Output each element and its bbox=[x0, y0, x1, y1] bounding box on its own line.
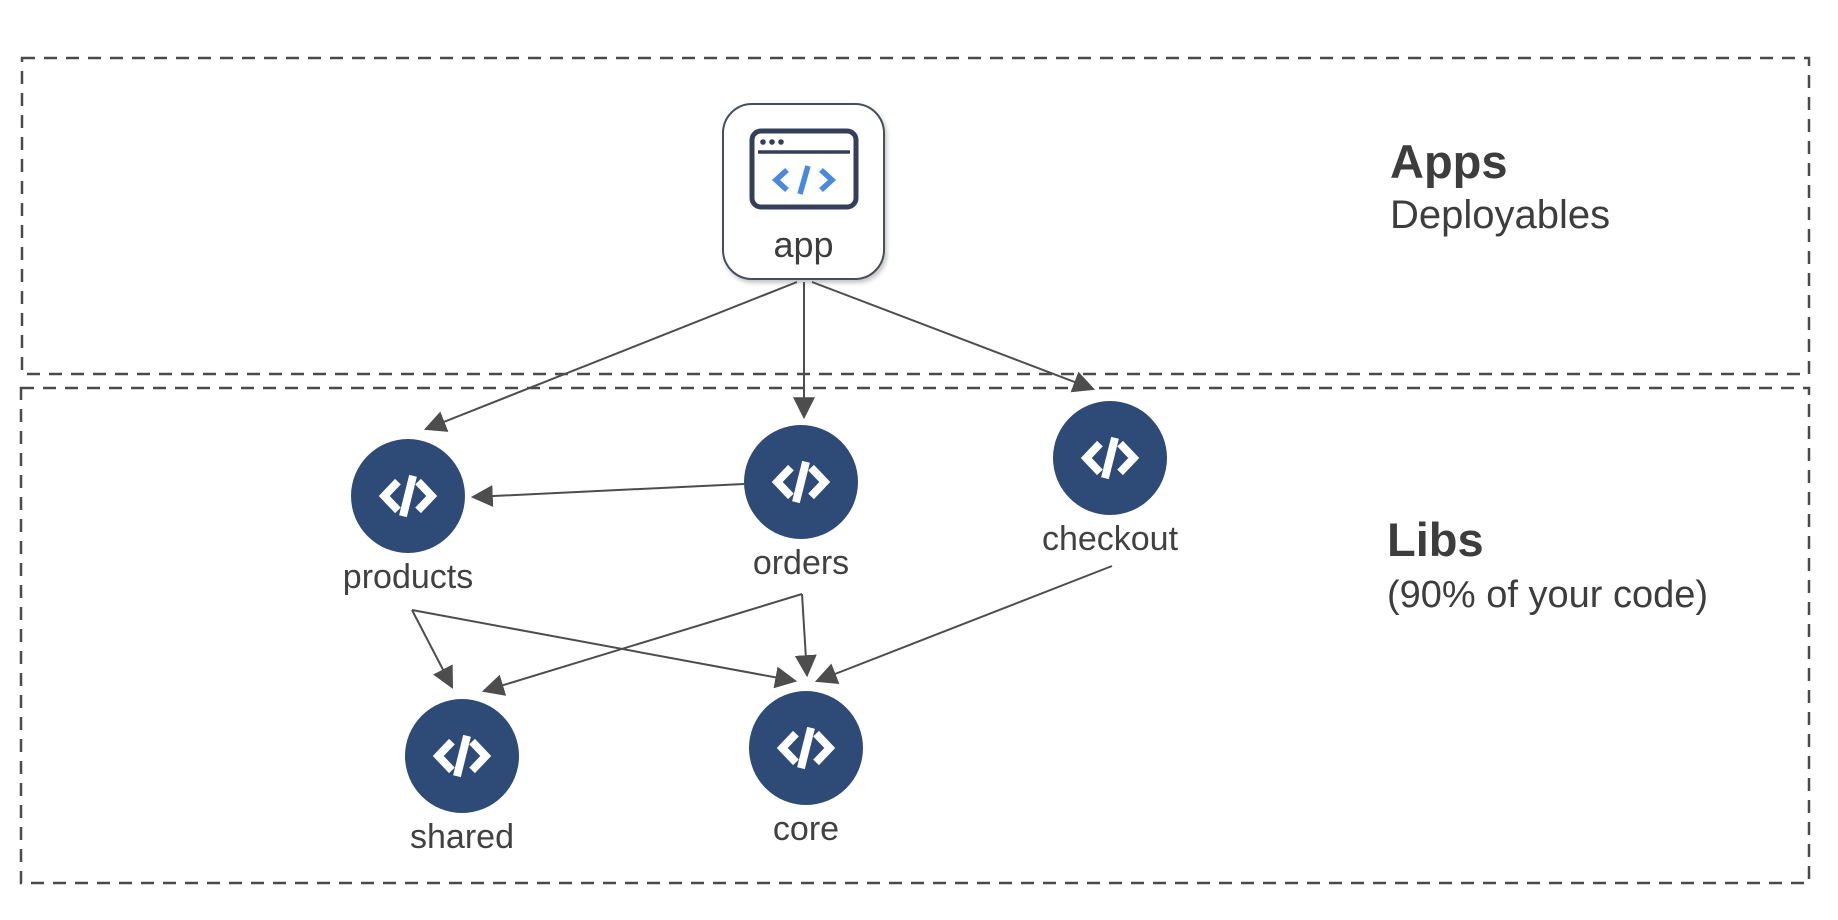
node-label-app: app bbox=[773, 224, 834, 265]
edge-orders-core bbox=[794, 593, 817, 678]
libs-region-title: Libs bbox=[1387, 513, 1484, 566]
code-icon bbox=[749, 691, 863, 805]
node-label-core: core bbox=[772, 810, 840, 848]
apps-region-caption: Apps Deployables bbox=[1390, 136, 1610, 238]
node-label-orders: orders bbox=[752, 544, 850, 582]
browser-code-icon bbox=[748, 128, 860, 215]
node-label-shared: shared bbox=[410, 818, 514, 856]
edge-app-products bbox=[423, 281, 798, 432]
libs-region-caption: Libs (90% of your code) bbox=[1387, 514, 1708, 617]
node-shared: shared bbox=[405, 699, 519, 856]
edge-checkout-core bbox=[814, 565, 1113, 685]
libs-region-subtitle: (90% of your code) bbox=[1387, 573, 1709, 616]
node-products: products bbox=[343, 439, 473, 596]
edge-products-core bbox=[411, 609, 798, 689]
edge-orders-products bbox=[470, 483, 745, 508]
libs-region-border bbox=[19, 386, 1811, 885]
code-icon bbox=[744, 425, 858, 539]
apps-region-border bbox=[20, 56, 1811, 376]
code-icon bbox=[405, 699, 519, 813]
code-icon bbox=[1053, 401, 1167, 515]
edge-app-checkout bbox=[811, 281, 1096, 393]
node-label-products: products bbox=[342, 558, 474, 596]
apps-region-title: Apps bbox=[1390, 135, 1508, 188]
code-icon bbox=[351, 439, 465, 553]
node-label-checkout: checkout bbox=[1041, 520, 1179, 558]
node-core: core bbox=[749, 691, 863, 848]
node-app: app bbox=[722, 103, 885, 280]
edge-products-shared bbox=[411, 609, 454, 689]
edge-orders-shared bbox=[481, 593, 803, 696]
node-orders: orders bbox=[744, 425, 858, 582]
node-checkout: checkout bbox=[1042, 401, 1178, 558]
apps-region-subtitle: Deployables bbox=[1390, 192, 1611, 237]
